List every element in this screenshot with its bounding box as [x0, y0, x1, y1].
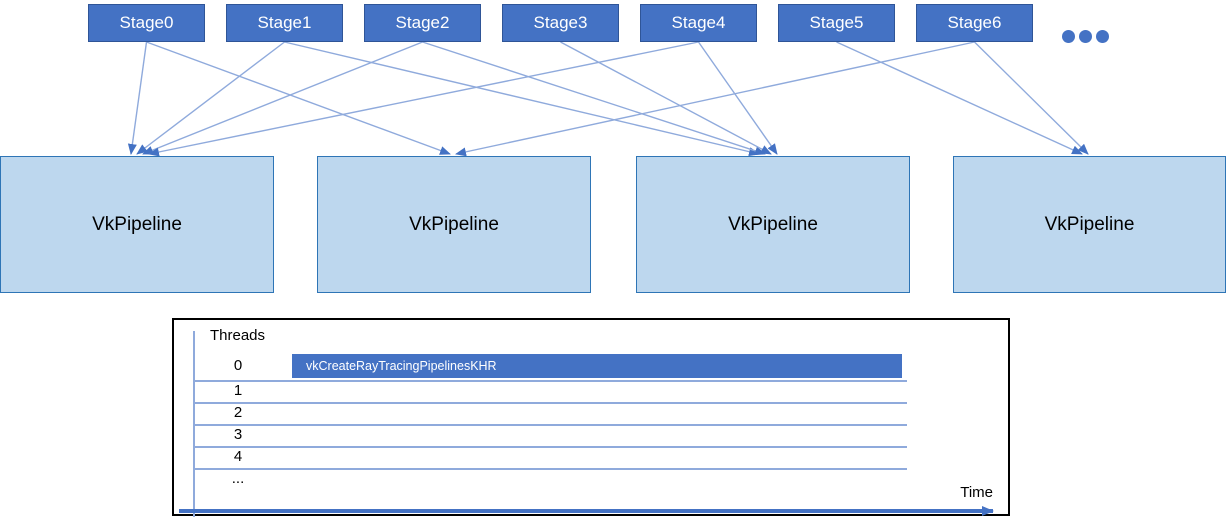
thread-row-separator — [194, 402, 907, 404]
thread-row-label: 2 — [233, 404, 243, 421]
ellipsis-dot — [1062, 30, 1075, 43]
stage-to-pipeline-arrow — [142, 41, 423, 155]
time-axis-arrow — [179, 506, 994, 516]
stage-box: Stage2 — [364, 4, 481, 42]
thread-row-separator — [194, 468, 907, 470]
stage-label: Stage2 — [395, 13, 450, 32]
stage-to-pipeline-arrow — [127, 41, 148, 155]
timeline-panel: Threads 0 1 2 3 4... vkCreateRayTracingPipel… — [172, 318, 1010, 517]
stage-to-pipeline-arrow — [146, 41, 451, 155]
stage-to-pipeline-arrow — [148, 41, 699, 157]
stage-to-pipeline-arrow — [836, 41, 1083, 155]
stage-label: Stage0 — [119, 13, 174, 32]
stage-to-pipeline-arrow — [284, 41, 760, 157]
thread-row-label: 4 — [233, 448, 243, 465]
stage-box: Stage0 — [88, 4, 205, 42]
stage-box: Stage5 — [778, 4, 895, 42]
pipeline-label: VkPipeline — [92, 213, 182, 235]
time-axis-label: Time — [960, 484, 993, 501]
stage-box: Stage3 — [502, 4, 619, 42]
thread-row-label: 0 — [233, 357, 243, 374]
stage-box: Stage6 — [916, 4, 1033, 42]
pipeline-label: VkPipeline — [1044, 213, 1135, 235]
pipeline-box: VkPipeline — [636, 156, 910, 293]
stage-box: Stage4 — [640, 4, 757, 42]
stage-to-pipeline-arrow — [136, 41, 285, 155]
ellipsis-dot — [1079, 30, 1092, 43]
pipeline-box: VkPipeline — [0, 156, 274, 293]
thread-row-separator — [194, 424, 907, 426]
ellipsis-icon — [1062, 30, 1109, 43]
stage-label: Stage4 — [671, 13, 726, 32]
thread-row-separator — [194, 380, 907, 382]
threads-axis-title: Threads — [210, 327, 266, 344]
stage-to-pipeline-arrow — [560, 41, 772, 155]
pipeline-box: VkPipeline — [317, 156, 591, 293]
pipeline-box: VkPipeline — [953, 156, 1226, 293]
task-bar: vkCreateRayTracingPipelinesKHR — [292, 354, 902, 378]
pipeline-label: VkPipeline — [728, 213, 818, 235]
stage-to-pipeline-arrow — [697, 41, 778, 155]
stage-to-pipeline-arrow — [455, 41, 975, 157]
thread-row-label: ... — [231, 470, 245, 487]
stage-to-pipeline-arrow — [974, 41, 1089, 155]
stage-label: Stage6 — [947, 13, 1002, 32]
stage-box: Stage1 — [226, 4, 343, 42]
stage-label: Stage3 — [533, 13, 588, 32]
stage-label: Stage1 — [257, 13, 312, 32]
thread-row-label: 1 — [233, 382, 243, 399]
ellipsis-dot — [1096, 30, 1109, 43]
stage-label: Stage5 — [809, 13, 864, 32]
pipeline-label: VkPipeline — [409, 213, 499, 235]
task-bar-label: vkCreateRayTracingPipelinesKHR — [306, 359, 497, 373]
thread-row-label: 3 — [233, 426, 243, 443]
thread-row-separator — [194, 446, 907, 448]
stage-to-pipeline-arrow — [422, 41, 766, 156]
